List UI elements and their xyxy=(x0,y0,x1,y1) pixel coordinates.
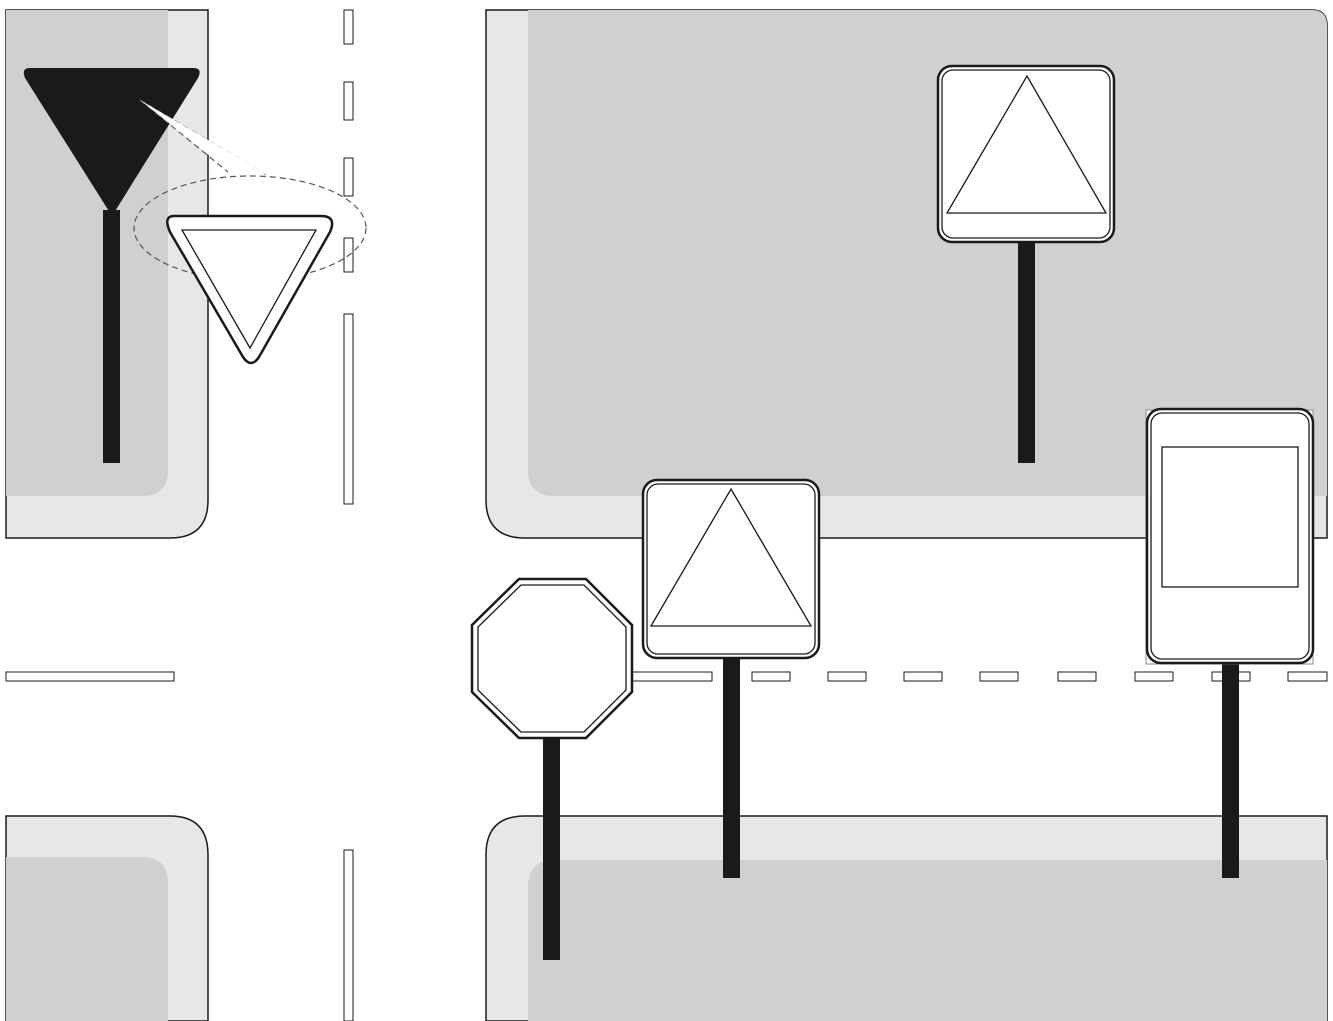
warning-sign-near-corner xyxy=(641,478,821,878)
callout-pointer xyxy=(140,100,266,174)
warning-post-upper xyxy=(1018,238,1035,463)
warning-post-lower xyxy=(723,652,740,878)
yield-post xyxy=(103,210,120,463)
warning-sign-upper-right xyxy=(936,64,1116,463)
stop-post xyxy=(543,734,560,960)
yield-silhouette-triangle xyxy=(23,68,200,216)
information-sign xyxy=(1145,407,1315,878)
information-post xyxy=(1222,660,1239,878)
lot-bottom-right xyxy=(528,860,1327,1021)
lot-bottom-left xyxy=(6,857,168,1021)
yield-sign-silhouette xyxy=(23,68,200,463)
lot-top-right xyxy=(528,10,1327,496)
stop-sign xyxy=(470,577,634,960)
yield-sign-detail xyxy=(166,214,334,365)
